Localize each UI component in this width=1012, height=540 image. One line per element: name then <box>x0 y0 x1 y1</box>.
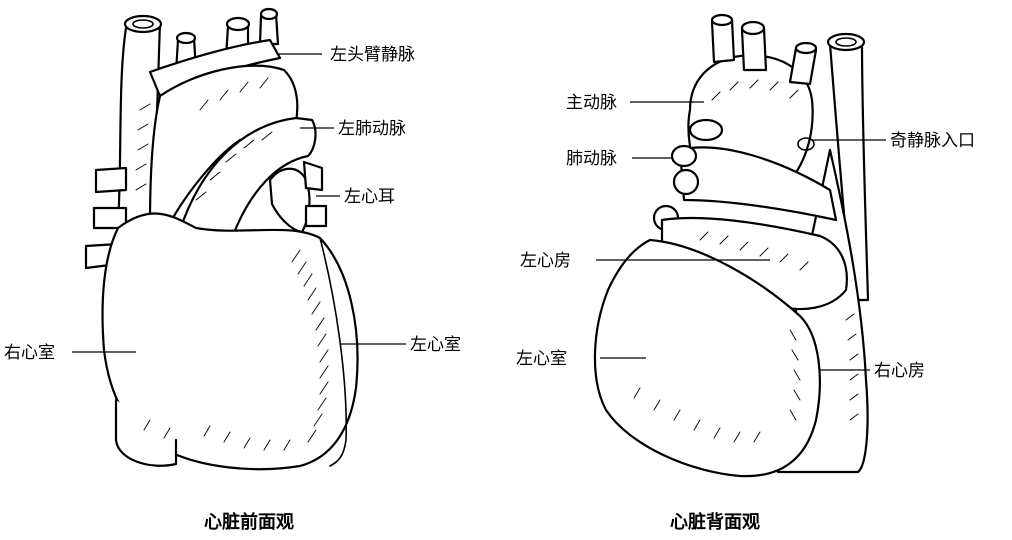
label-front-left-ventricle: 左心室 <box>410 335 461 355</box>
front-left-auricle <box>270 169 309 232</box>
caption-front-view: 心脏前面观 <box>204 511 294 533</box>
front-view-illustration <box>72 9 406 469</box>
label-left-pulmonary-artery: 左肺动脉 <box>338 119 406 139</box>
caption-back-view: 心脏背面观 <box>670 511 760 533</box>
front-svc-opening <box>125 16 161 32</box>
label-back-left-ventricle: 左心室 <box>516 349 567 369</box>
label-right-atrium: 右心房 <box>874 361 925 381</box>
label-pulmonary-artery: 肺动脉 <box>566 149 617 169</box>
label-left-atrium: 左心房 <box>520 251 571 271</box>
back-view-illustration <box>595 15 886 476</box>
label-azygos-vein-entrance: 奇静脉入口 <box>890 131 975 151</box>
label-left-brachiocephalic-vein: 左头臂静脉 <box>330 45 415 65</box>
label-left-auricle: 左心耳 <box>344 187 395 207</box>
label-aorta: 主动脉 <box>566 93 617 113</box>
label-front-right-ventricle: 右心室 <box>4 343 55 363</box>
back-pulmonary-artery <box>680 147 836 220</box>
